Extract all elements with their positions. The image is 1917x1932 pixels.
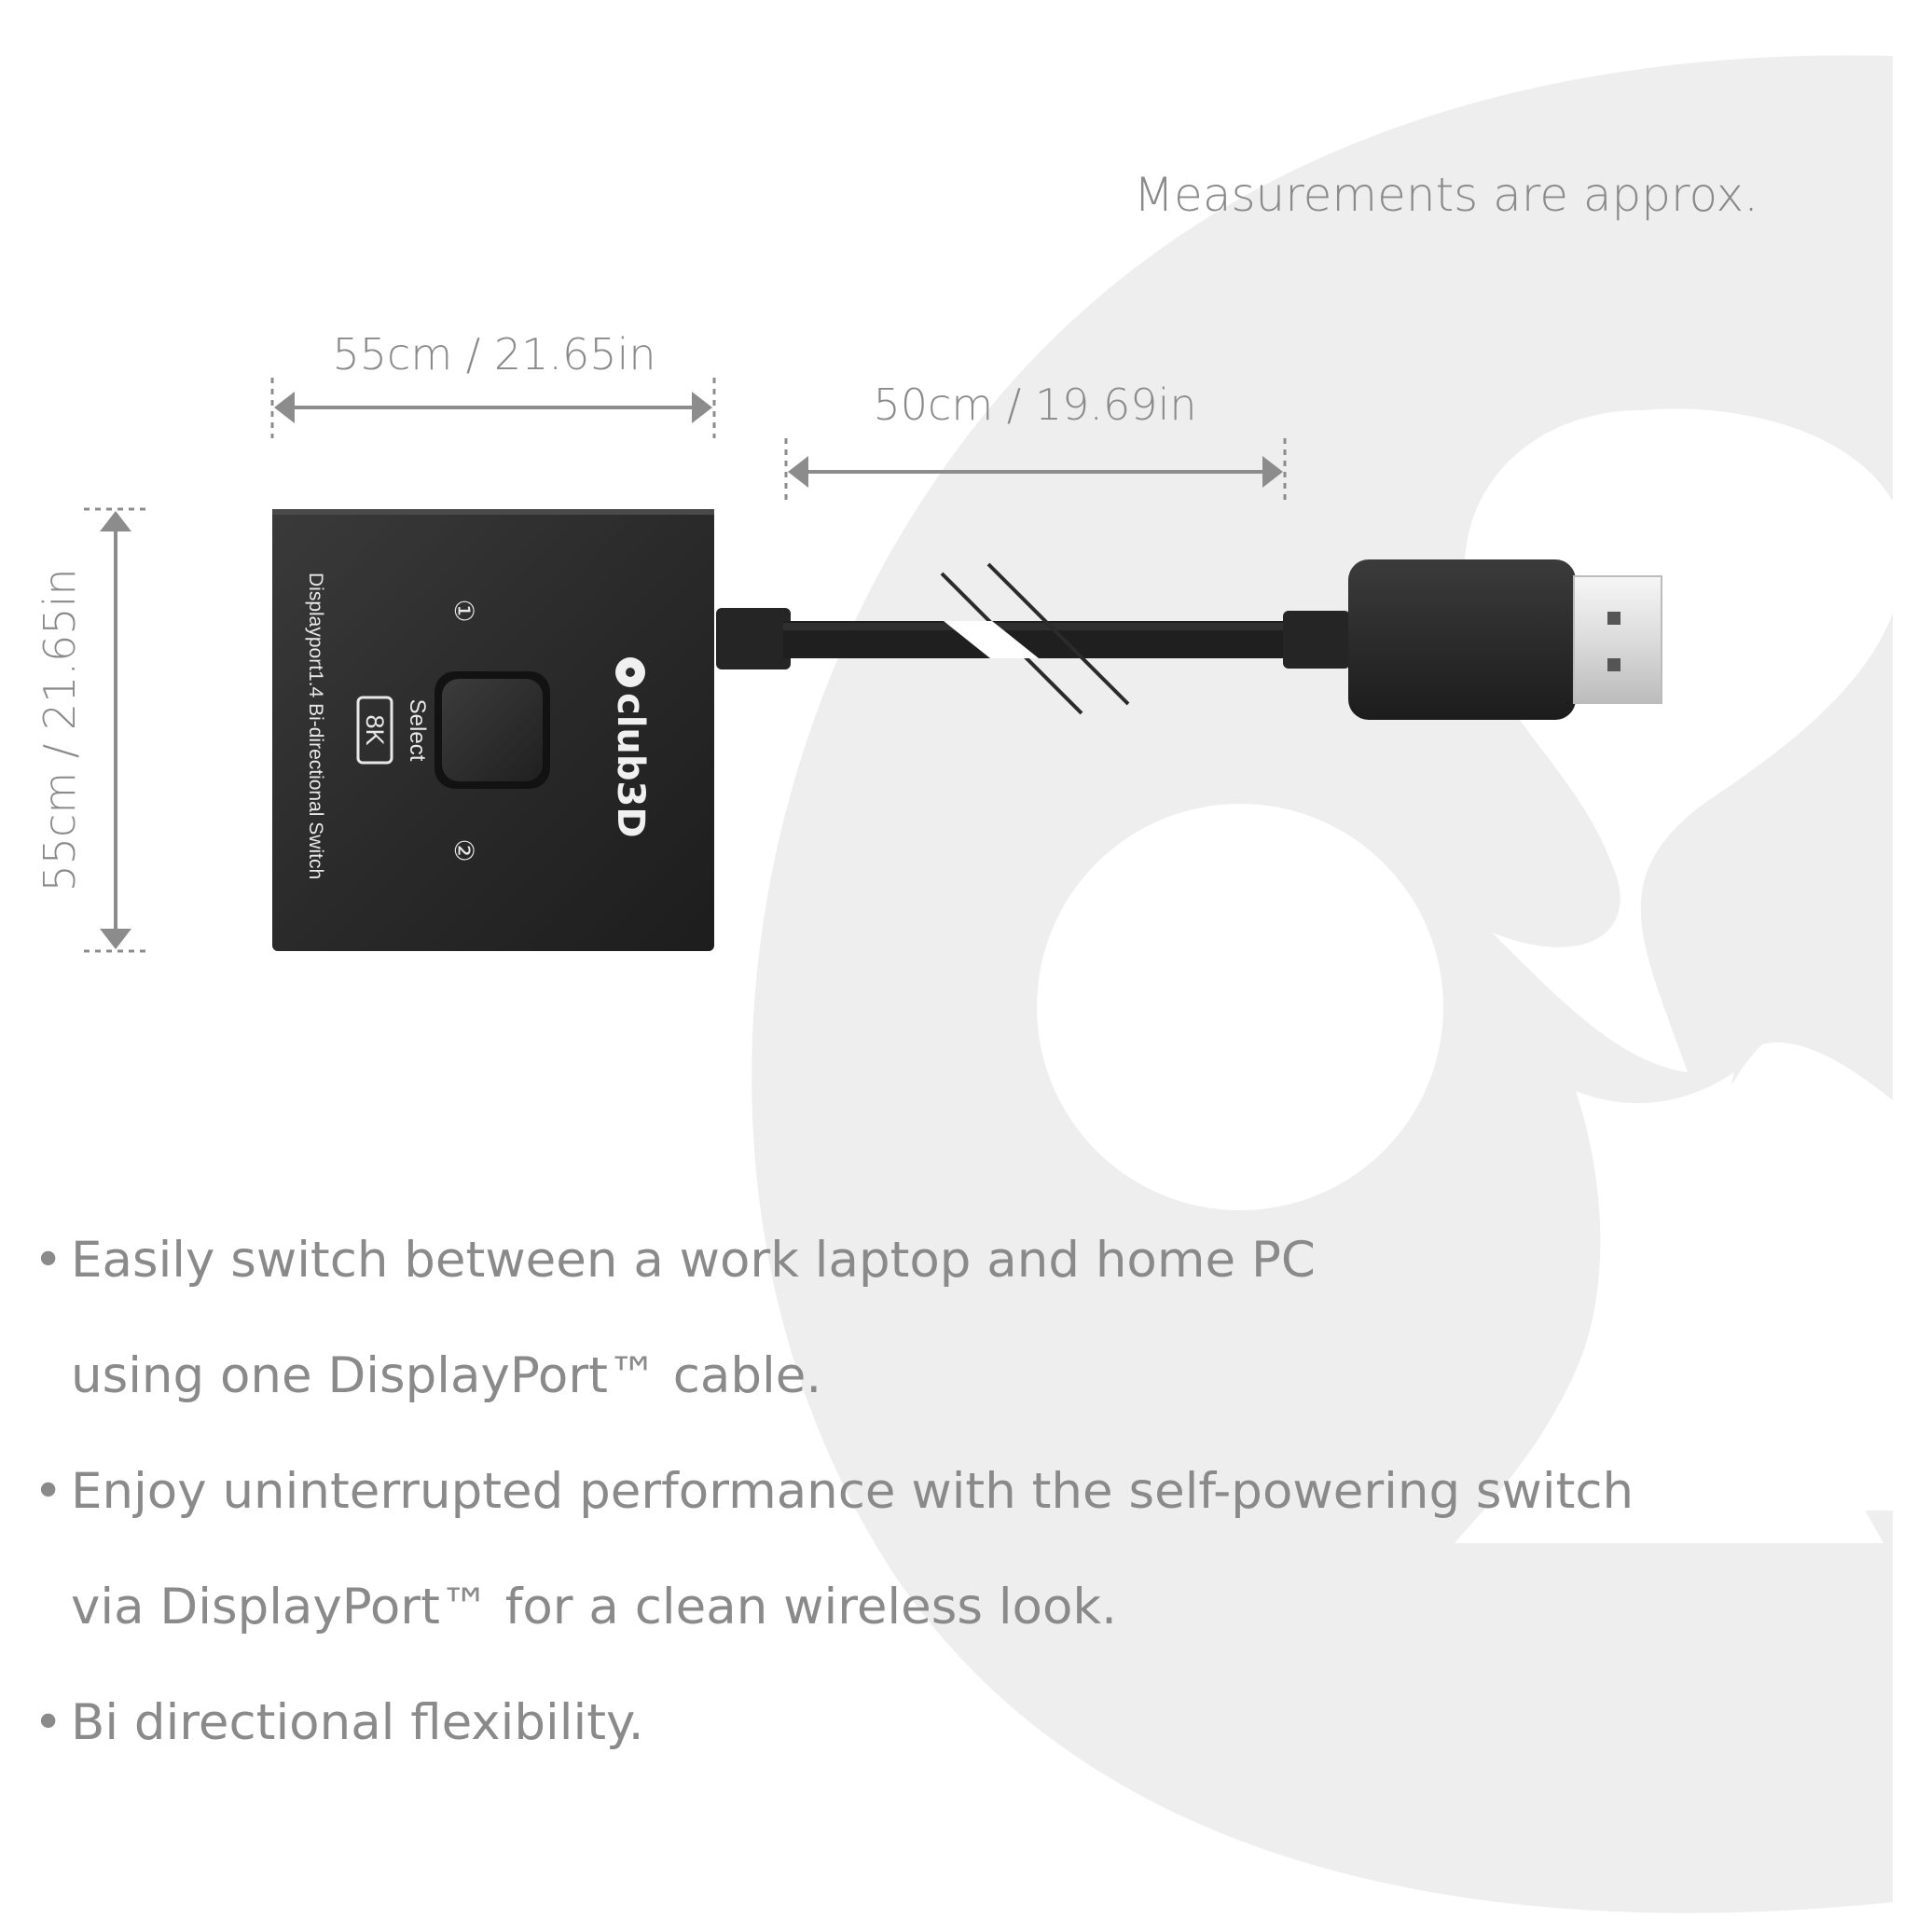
bullet-dot: • (34, 1463, 63, 1520)
feature-line: Easily switch between a work laptop and … (71, 1232, 1316, 1289)
cable (716, 562, 1350, 715)
feature-item: • Enjoy uninterrupted performance with t… (34, 1434, 1805, 1665)
club3d-logo-text: club3D (609, 693, 652, 838)
port-1-indicator: ① (448, 599, 479, 622)
feature-item: • Bi directional flexibility. (34, 1665, 1805, 1781)
width-dimension: 55cm / 21.65in (270, 329, 716, 438)
product-label: Displayport1.4 Bi-directional Switch (305, 573, 326, 879)
resolution-badge: 8K (356, 696, 393, 765)
feature-list: • Easily switch between a work laptop an… (34, 1203, 1805, 1781)
club3d-logo: club3D (609, 657, 652, 838)
port-2-indicator: ② (448, 838, 479, 862)
feature-line: via DisplayPort™ for a clean wireless lo… (71, 1579, 1117, 1635)
feature-line: Bi directional flexibility. (71, 1694, 644, 1751)
width-dimension-label: 55cm / 21.65in (333, 329, 656, 380)
feature-line: using one DisplayPort™ cable. (71, 1347, 822, 1404)
resolution-badge-text: 8K (361, 714, 389, 745)
bullet-dot: • (34, 1232, 63, 1289)
feature-line: Enjoy uninterrupted performance with the… (71, 1463, 1634, 1520)
select-button[interactable] (434, 671, 550, 789)
measurement-note: Measurements are approx. (1133, 168, 1758, 222)
cable-length-label: 50cm / 19.69in (874, 380, 1197, 430)
feature-item: • Easily switch between a work laptop an… (34, 1203, 1805, 1434)
height-dimension-label: 55cm / 21.65in (34, 569, 85, 892)
select-label: Select (405, 699, 430, 762)
height-dimension: 55cm / 21.65in (34, 507, 147, 953)
switch-device: Displayport1.4 Bi-directional Switch ① ②… (272, 509, 714, 951)
bullet-dot: • (34, 1694, 63, 1751)
cable-length-dimension: 50cm / 19.69in (784, 380, 1287, 504)
club3d-watermark-logo (752, 55, 1905, 1913)
displayport-plug (1348, 559, 1662, 720)
